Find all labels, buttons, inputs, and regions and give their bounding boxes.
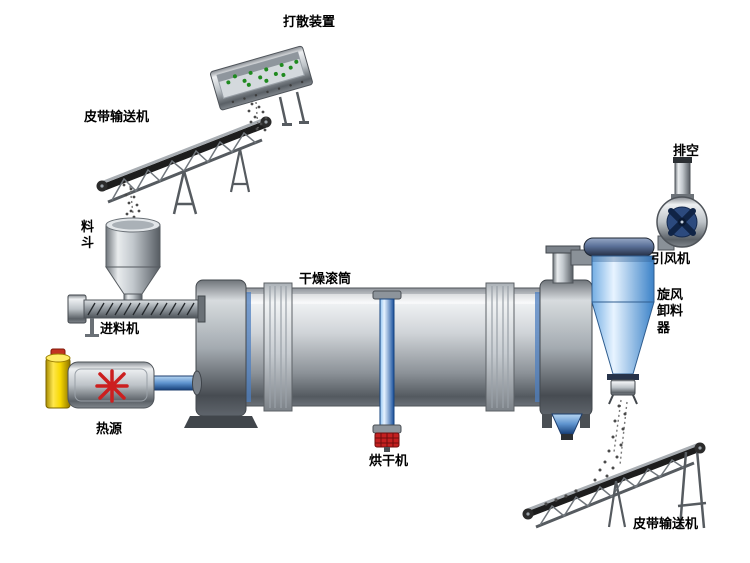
screw-feeder-machine [67, 294, 206, 337]
label-dryer: 烘干机 [369, 453, 409, 468]
falling-material-stream-1 [247, 101, 268, 132]
drum-outlet-riser-duct [545, 245, 593, 284]
drum-riding-ring-right [485, 282, 515, 412]
label-belt-conveyor-bottom: 皮带输送机 [633, 516, 699, 531]
drum-riding-ring-left [263, 282, 293, 412]
material-dots-green [226, 59, 299, 87]
label-heat-source: 热源 [96, 421, 123, 436]
induced-draft-fan-machine [656, 157, 708, 251]
drum-rear-housing [539, 279, 593, 417]
screw-coil [87, 302, 195, 316]
material-on-belt [544, 489, 578, 506]
cyclone-separator-machine [583, 237, 655, 405]
drum-discharge-cone [551, 413, 583, 435]
belt-conveyor-bottom-machine [522, 442, 707, 529]
label-belt-conveyor-top: 皮带输送机 [84, 109, 150, 124]
fuel-tank [45, 357, 71, 409]
heat-source-machine [45, 348, 202, 409]
label-hopper: 料斗 [81, 219, 95, 251]
label-cyclone-discharger: 旋风卸料器 [657, 287, 684, 335]
burner-flame-icon [95, 369, 129, 403]
label-induced-fan: 引风机 [651, 251, 691, 266]
belt-conveyor-top-machine [96, 116, 272, 215]
label-drying-drum: 干燥滚筒 [299, 271, 352, 286]
hot-air-pipe [151, 375, 199, 391]
scatter-device-machine [210, 45, 313, 126]
label-feeder: 进料机 [100, 321, 140, 336]
label-exhaust: 排空 [673, 143, 700, 158]
dryer-pipe-machine [372, 290, 402, 452]
label-scatter-device: 打散装置 [283, 14, 336, 29]
hopper-machine [105, 217, 161, 304]
